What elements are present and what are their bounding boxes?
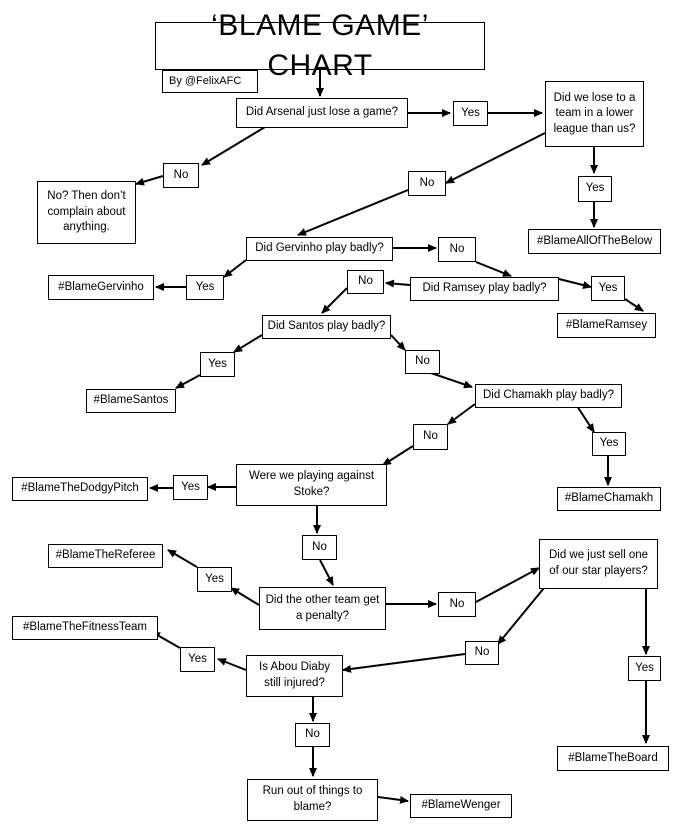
question-gervinho: Did Gervinho play badly? bbox=[246, 237, 393, 261]
arrow bbox=[385, 279, 411, 288]
outcome-blame-chamakh: #BlameChamakh bbox=[557, 487, 661, 511]
answer-no: No bbox=[438, 592, 476, 617]
answer-no: No bbox=[408, 171, 446, 196]
arrow bbox=[475, 567, 540, 603]
answer-yes: Yes bbox=[200, 352, 235, 377]
arrow bbox=[497, 587, 545, 645]
answer-no: No bbox=[465, 641, 499, 665]
outcome-blame-gervinho: #BlameGervinho bbox=[48, 275, 154, 300]
arrow bbox=[624, 298, 644, 312]
question-sold-star: Did we just sell one of our star players… bbox=[539, 539, 658, 589]
arrow bbox=[475, 261, 512, 277]
question-arsenal-lost: Did Arsenal just lose a game? bbox=[236, 98, 408, 128]
question-santos: Did Santos play badly? bbox=[262, 315, 391, 339]
arrow bbox=[445, 132, 546, 184]
arrow bbox=[321, 287, 348, 314]
outcome-blame-santos: #BlameSantos bbox=[86, 389, 176, 413]
question-penalty: Did the other team get a penalty? bbox=[259, 587, 386, 630]
arrow bbox=[135, 175, 164, 186]
arrow bbox=[230, 587, 260, 606]
answer-yes: Yes bbox=[173, 475, 208, 500]
arrow bbox=[382, 445, 414, 466]
outcome-blame-the-fitness-team: #BlameTheFitnessTeam bbox=[12, 616, 158, 640]
answer-no: No bbox=[438, 237, 476, 262]
answer-yes: Yes bbox=[628, 656, 661, 681]
outcome-blame-the-referee: #BlameTheReferee bbox=[48, 544, 163, 568]
arrow bbox=[390, 334, 406, 351]
answer-yes: Yes bbox=[186, 275, 224, 300]
answer-yes: Yes bbox=[197, 567, 232, 592]
chart-title: ‘BLAME GAME’ CHART bbox=[155, 9, 485, 82]
arrow bbox=[175, 374, 201, 389]
arrow bbox=[297, 189, 409, 236]
answer-yes: Yes bbox=[592, 432, 626, 456]
answer-no: No bbox=[163, 163, 199, 188]
arrow bbox=[576, 405, 595, 433]
outcome-blame-all-of-the-below: #BlameAllOfTheBelow bbox=[528, 229, 661, 254]
outcome-blame-the-dodgy-pitch: #BlameTheDodgyPitch bbox=[12, 477, 148, 501]
answer-no: No bbox=[413, 424, 448, 450]
outcome-blame-ramsey: #BlameRamsey bbox=[557, 313, 656, 338]
answer-no: No bbox=[295, 723, 330, 747]
arrow bbox=[223, 259, 247, 278]
arrow bbox=[233, 334, 263, 353]
arrow bbox=[447, 403, 476, 425]
question-lower-league: Did we lose to a team in a lower league … bbox=[545, 81, 644, 147]
arrow bbox=[167, 549, 198, 568]
question-stoke: Were we playing against Stoke? bbox=[236, 464, 387, 506]
outcome-blame-the-board: #BlameTheBoard bbox=[557, 746, 669, 771]
outcome-blame-wenger: #BlameWenger bbox=[410, 794, 512, 818]
arrow bbox=[342, 653, 466, 673]
stop-message: No? Then don’t complain about anything. bbox=[37, 181, 136, 244]
answer-no: No bbox=[347, 270, 384, 294]
arrow bbox=[319, 559, 334, 586]
question-run-out: Run out of things to blame? bbox=[247, 779, 378, 821]
arrow bbox=[217, 658, 247, 671]
answer-yes: Yes bbox=[591, 276, 625, 301]
question-chamakh: Did Chamakh play badly? bbox=[475, 384, 622, 408]
byline: By @FelixAFC bbox=[162, 70, 258, 93]
arrow bbox=[201, 126, 266, 166]
arrow bbox=[427, 371, 473, 389]
answer-no: No bbox=[302, 535, 337, 560]
arrow bbox=[558, 278, 592, 289]
answer-yes: Yes bbox=[180, 647, 215, 672]
question-diaby: Is Abou Diaby still injured? bbox=[246, 655, 343, 697]
answer-no: No bbox=[405, 350, 440, 374]
question-ramsey: Did Ramsey play badly? bbox=[410, 277, 559, 301]
arrow bbox=[377, 795, 409, 804]
answer-yes: Yes bbox=[578, 176, 612, 202]
answer-yes: Yes bbox=[453, 101, 488, 126]
